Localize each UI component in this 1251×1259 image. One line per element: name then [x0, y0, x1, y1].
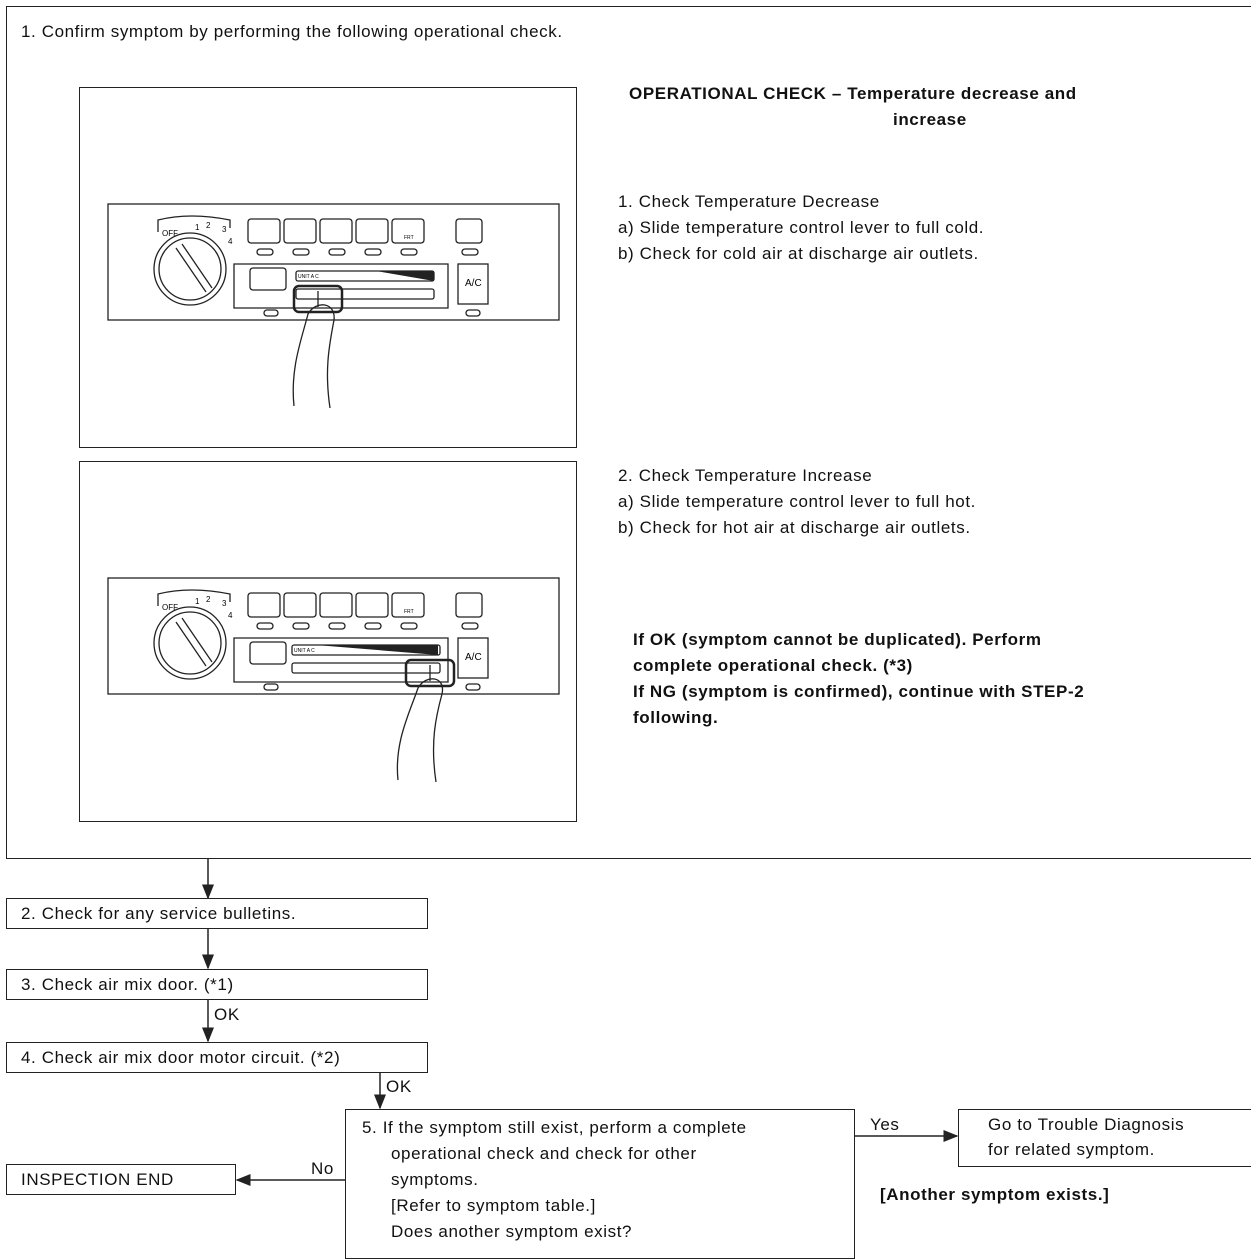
operational-check-heading-2: increase	[893, 110, 967, 129]
result-line-3: If NG (symptom is confirmed), continue w…	[633, 682, 1085, 701]
ok-label-3: OK	[214, 1005, 240, 1024]
fan-off-label: OFF	[162, 603, 178, 612]
no-label: No	[311, 1159, 334, 1178]
ac-button-label: A/C	[465, 278, 482, 289]
ok-label-4: OK	[386, 1077, 412, 1096]
slider-scale-label: UNIT A C	[294, 648, 315, 654]
step5-box: 5. If the symptom still exist, perform a…	[345, 1109, 855, 1259]
control-panel-hot-drawing: OFF 1 2 3 4 UNIT A C A/C FRT	[107, 577, 560, 783]
fan-1-label: 1	[195, 597, 200, 606]
fan-off-label: OFF	[162, 229, 178, 238]
result-line-2: complete operational check. (*3)	[633, 656, 913, 675]
step2-box: 2. Check for any service bulletins.	[6, 898, 428, 929]
step5-line-1: 5. If the symptom still exist, perform a…	[362, 1118, 747, 1137]
fan-2-label: 2	[206, 595, 211, 604]
step1-box: 1. Confirm symptom by performing the fol…	[6, 6, 1251, 859]
increase-step-a: a) Slide temperature control lever to fu…	[618, 492, 976, 511]
inspection-end-box: INSPECTION END	[6, 1164, 236, 1195]
step5-line-3: symptoms.	[391, 1170, 479, 1189]
step3-text: 3. Check air mix door. (*1)	[21, 975, 234, 994]
fan-3-label: 3	[222, 225, 227, 234]
goto-line-2: for related symptom.	[988, 1140, 1155, 1159]
slider-scale-label: UNIT A C	[298, 274, 319, 280]
goto-line-1: Go to Trouble Diagnosis	[988, 1115, 1185, 1134]
decrease-step-a: a) Slide temperature control lever to fu…	[618, 218, 985, 237]
step3-box: 3. Check air mix door. (*1)	[6, 969, 428, 1000]
step5-line-4: [Refer to symptom table.]	[391, 1196, 596, 1215]
step1-title: 1. Confirm symptom by performing the fol…	[21, 22, 563, 41]
frt-label: FRT	[404, 235, 414, 241]
inspection-end-text: INSPECTION END	[21, 1170, 174, 1189]
step2-text: 2. Check for any service bulletins.	[21, 904, 297, 923]
fan-4-label: 4	[228, 237, 233, 246]
result-line-1: If OK (symptom cannot be duplicated). Pe…	[633, 630, 1042, 649]
fan-1-label: 1	[195, 223, 200, 232]
illustration-hot: OFF 1 2 3 4 UNIT A C A/C FRT	[79, 461, 577, 822]
yes-label: Yes	[870, 1115, 900, 1134]
step4-text: 4. Check air mix door motor circuit. (*2…	[21, 1048, 341, 1067]
increase-step-b: b) Check for hot air at discharge air ou…	[618, 518, 971, 537]
goto-trouble-diagnosis-box: Go to Trouble Diagnosis for related symp…	[958, 1109, 1251, 1167]
step4-box: 4. Check air mix door motor circuit. (*2…	[6, 1042, 428, 1073]
decrease-step-b: b) Check for cold air at discharge air o…	[618, 244, 979, 263]
operational-check-heading: OPERATIONAL CHECK – Temperature decrease…	[629, 84, 1077, 103]
result-line-4: following.	[633, 708, 719, 727]
fan-2-label: 2	[206, 221, 211, 230]
another-symptom-note: [Another symptom exists.]	[880, 1185, 1110, 1204]
control-panel-cold-drawing: OFF 1 2 3 4 UNIT A C A/C FRT	[107, 203, 560, 409]
step5-line-5: Does another symptom exist?	[391, 1222, 633, 1241]
fan-4-label: 4	[228, 611, 233, 620]
decrease-title: 1. Check Temperature Decrease	[618, 192, 880, 211]
fan-3-label: 3	[222, 599, 227, 608]
step5-line-2: operational check and check for other	[391, 1144, 697, 1163]
illustration-cold: OFF 1 2 3 4 UNIT A C A/C FRT	[79, 87, 577, 448]
frt-label: FRT	[404, 609, 414, 615]
ac-button-label: A/C	[465, 652, 482, 663]
increase-title: 2. Check Temperature Increase	[618, 466, 873, 485]
